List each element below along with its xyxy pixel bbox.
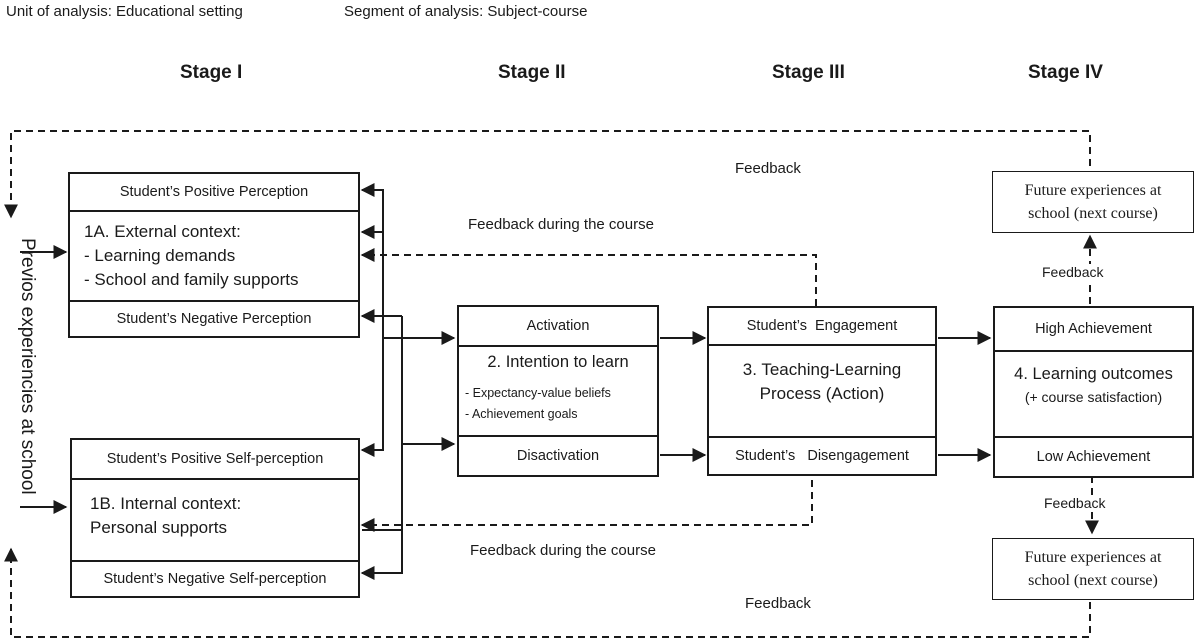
feedback-during-course-bottom-label: Feedback during the course xyxy=(470,542,656,559)
activation-cell: Activation xyxy=(459,307,657,347)
feedback-label-top: Feedback xyxy=(735,160,801,177)
teaching-learning-box: Student’s Engagement 3. Teaching-Learnin… xyxy=(707,306,937,476)
future-experiences-top-box: Future experiences at school (next cours… xyxy=(992,171,1194,233)
intention-bullets: - Expectancy-value beliefs - Achievement… xyxy=(465,383,611,425)
previous-experiences-label: Previos experiencies at school xyxy=(17,238,38,495)
feedback-loop-bottom xyxy=(3,547,1091,638)
teaching-learning-text: 3. Teaching-Learning Process (Action) xyxy=(709,358,935,406)
future-bottom-line2: school (next course) xyxy=(1028,572,1158,589)
high-achievement-cell: High Achievement xyxy=(995,308,1192,352)
external-context-text: 1A. External context: - Learning demands… xyxy=(84,220,299,292)
external-context-title: 1A. External context: xyxy=(84,222,241,241)
engagement-cell: Student’s Engagement xyxy=(709,308,935,346)
unit-of-analysis: Unit of analysis: Educational setting xyxy=(6,3,243,20)
feedback-during-course-top-label: Feedback during the course xyxy=(468,216,654,233)
course-satisfaction-note: (+ course satisfaction) xyxy=(1024,389,1163,405)
stage-2-heading: Stage II xyxy=(498,62,566,83)
achievement-goals-item: - Achievement goals xyxy=(465,407,578,421)
negative-self-perception-cell: Student’s Negative Self-perception xyxy=(72,560,358,596)
intention-to-learn-title: 2. Intention to learn xyxy=(487,353,629,371)
teaching-learning-title: 3. Teaching-Learning xyxy=(742,360,902,379)
learning-outcomes-box: High Achievement 4. Learning outcomes (+… xyxy=(993,306,1194,478)
positive-self-perception-cell: Student’s Positive Self-perception xyxy=(72,440,358,480)
future-top-line1: Future experiences at xyxy=(1024,182,1162,199)
bracket-line-a2 xyxy=(360,225,384,338)
stage-3-heading: Stage III xyxy=(772,62,845,83)
learning-demands-item: - Learning demands xyxy=(84,246,236,265)
disengagement-cell: Student’s Disengagement xyxy=(709,436,935,474)
disactivation-cell: Disactivation xyxy=(459,435,657,475)
negative-perception-cell: Student’s Negative Perception xyxy=(70,300,358,336)
positive-perception-cell: Student’s Positive Perception xyxy=(70,174,358,212)
bracket-line-b xyxy=(360,338,384,457)
low-achievement-cell: Low Achievement xyxy=(995,436,1192,476)
stage-4-heading: Stage IV xyxy=(1028,62,1103,83)
learning-outcomes-text: 4. Learning outcomes (+ course satisfact… xyxy=(995,362,1192,408)
feedback-label-right-top: Feedback xyxy=(1042,264,1104,280)
future-top-line2: school (next course) xyxy=(1028,205,1158,222)
school-family-supports-item: - School and family supports xyxy=(84,270,299,289)
intention-to-learn-box: Activation 2. Intention to learn - Expec… xyxy=(457,305,659,477)
segment-of-analysis: Segment of analysis: Subject-course xyxy=(344,3,588,20)
stage-1-heading: Stage I xyxy=(180,62,243,83)
feedback-label-bottom: Feedback xyxy=(745,595,811,612)
feedback-course-top-line xyxy=(360,248,817,306)
teaching-learning-action: Process (Action) xyxy=(759,384,885,403)
feedback-label-right-bottom: Feedback xyxy=(1044,495,1106,511)
internal-context-title: 1B. Internal context: xyxy=(90,494,242,513)
external-context-box: Student’s Positive Perception 1A. Extern… xyxy=(68,172,360,338)
expectancy-value-item: - Expectancy-value beliefs xyxy=(465,386,611,400)
internal-context-box: Student’s Positive Self-perception 1B. I… xyxy=(70,438,360,598)
bracket-line-c xyxy=(360,316,403,580)
internal-context-text: 1B. Internal context: Personal supports xyxy=(90,492,241,540)
future-experiences-bottom-box: Future experiences at school (next cours… xyxy=(992,538,1194,600)
future-bottom-line1: Future experiences at xyxy=(1024,549,1162,566)
feedback-loop-top xyxy=(4,130,1091,226)
learning-outcomes-title: 4. Learning outcomes xyxy=(1014,365,1173,383)
personal-supports-item: Personal supports xyxy=(90,518,228,537)
